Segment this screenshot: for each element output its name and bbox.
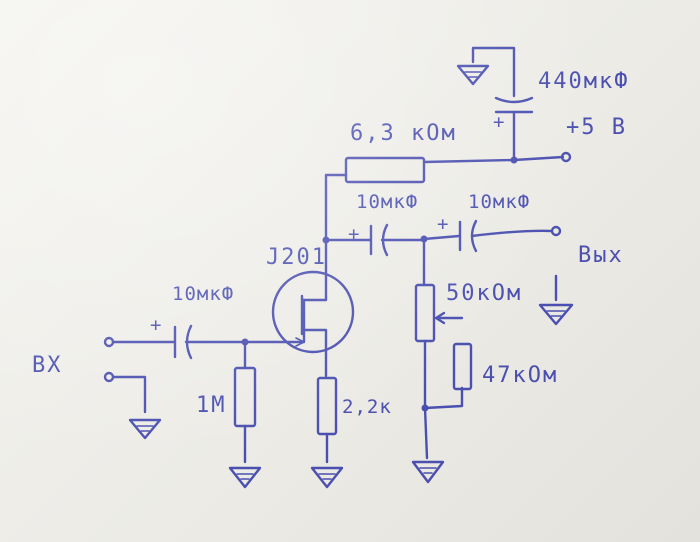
pot-wiper: [434, 311, 464, 325]
wire-resistor-to-supply: [422, 155, 565, 164]
ground-symbol-output: [411, 460, 445, 484]
load-resistor-label: 47кОм: [482, 363, 558, 388]
gate-resistor-label: 1M: [196, 393, 227, 418]
output-capacitor-label: 10мкФ: [468, 191, 530, 213]
wire-drain-to-resistor: [324, 173, 348, 242]
drain-resistor-label: 6,3 кОм: [350, 121, 457, 146]
source-resistor-label: 2,2к: [342, 396, 392, 418]
gate-resistor: [233, 366, 257, 428]
wire-pot-node-to-out-cap: [422, 234, 461, 241]
transistor-label: J201: [266, 245, 327, 270]
input-label: BX: [32, 353, 63, 378]
jfet-internals: [295, 266, 328, 378]
ground-symbol-supply: [456, 64, 490, 86]
plus-sign-output-cap: +: [437, 213, 449, 235]
input-capacitor-label: 10мкФ: [172, 283, 234, 305]
ground-symbol-source: [310, 466, 344, 489]
supply-voltage-label: +5 B: [566, 115, 627, 140]
output-label: Вых: [578, 243, 624, 268]
output-terminal: [550, 225, 562, 237]
drain-resistor: [344, 156, 426, 184]
ground-symbol-input: [128, 418, 162, 440]
input-ground-wire: [111, 375, 147, 414]
drain-capacitor-label: 10мкФ: [356, 191, 418, 213]
wire-node-to-ground: [423, 406, 429, 460]
potentiometer: [414, 283, 436, 343]
wire-out-cap-to-terminal: [470, 229, 554, 238]
jfet-transistor: [271, 270, 355, 354]
ground-symbol-output-terminal: [538, 303, 574, 326]
input-terminals: [103, 336, 115, 383]
supply-terminal: [560, 151, 572, 163]
pot-label: 50кОм: [446, 281, 522, 306]
load-resistor: [452, 342, 473, 391]
ground-symbol-gate: [228, 466, 262, 489]
source-resistor: [316, 376, 338, 436]
supply-capacitor-label: 440мкФ: [538, 69, 629, 94]
plus-sign-drain-cap: +: [348, 223, 360, 245]
wire-supply-cap-to-ground: [471, 46, 516, 98]
plus-sign-input-cap: +: [150, 314, 162, 336]
supply-filter-capacitor: [494, 96, 534, 114]
wire-node-to-load: [423, 386, 464, 410]
plus-sign-supply-cap: +: [493, 111, 505, 133]
